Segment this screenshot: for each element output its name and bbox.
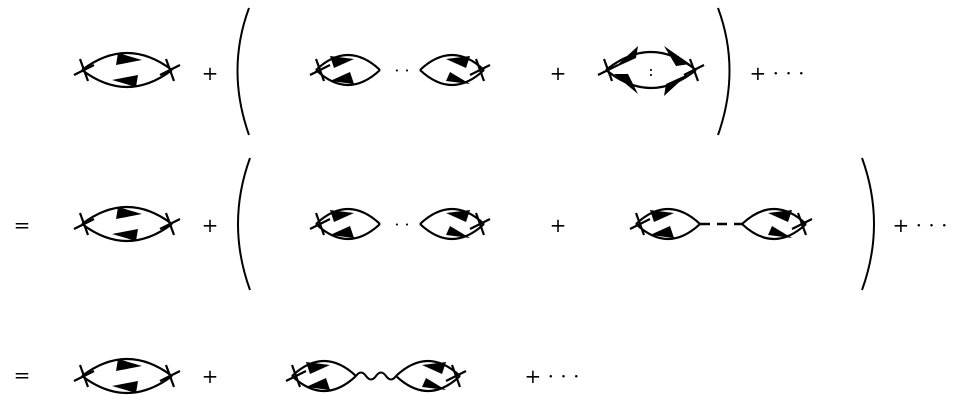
row-1-bubble-diagram bbox=[72, 51, 182, 89]
row-1-vertical-dots: : bbox=[648, 61, 653, 80]
row-2-bubble-diagram bbox=[72, 205, 182, 243]
row-1: + · · + : + · · · bbox=[72, 7, 805, 136]
row-3-continuation: + · · · bbox=[525, 364, 580, 388]
row-2-plus-2: + bbox=[550, 213, 567, 237]
row-1-plus-1: + bbox=[202, 61, 219, 85]
row-2-equals: = bbox=[14, 213, 31, 237]
row-1-plus-2: + bbox=[550, 61, 567, 85]
row-3-equals: = bbox=[14, 363, 31, 387]
row-2-right-paren bbox=[861, 157, 875, 291]
row-2-dashed-diagram bbox=[628, 207, 814, 241]
row-1-chain-diagram: · · bbox=[308, 53, 492, 87]
row-2-chain-diagram: · · bbox=[308, 207, 492, 241]
row-3-wavy-line bbox=[355, 371, 397, 381]
row-1-chain-dots: · · bbox=[394, 61, 409, 80]
row-1-crossed-diagram: : bbox=[596, 46, 706, 96]
row-2-plus-1: + bbox=[202, 213, 219, 237]
row-3-wavy-diagram bbox=[284, 359, 468, 393]
row-2-continuation: + · · · bbox=[893, 213, 948, 237]
row-3-bubble-diagram bbox=[72, 357, 182, 395]
row-3: = + + · · · bbox=[14, 357, 580, 395]
row-2: = + · · + bbox=[14, 157, 948, 291]
row-1-left-paren bbox=[236, 7, 250, 136]
row-3-plus-1: + bbox=[202, 364, 219, 388]
row-1-continuation: + · · · bbox=[750, 61, 805, 85]
row-2-left-paren bbox=[237, 157, 251, 291]
row-2-chain-dots: · · bbox=[394, 215, 409, 234]
row-1-right-paren bbox=[717, 7, 731, 136]
